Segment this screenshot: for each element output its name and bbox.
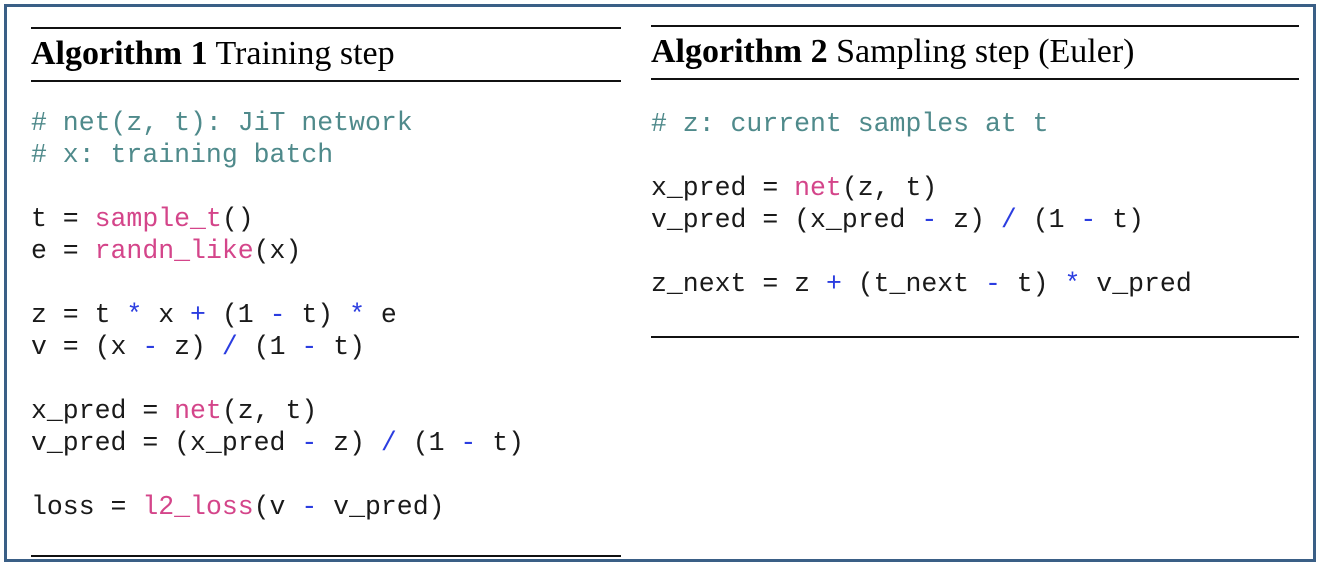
code-text: v_pred = (x_pred — [651, 205, 922, 235]
code-text: () — [221, 204, 254, 234]
code-text: v = (x — [31, 332, 143, 362]
code-text: (1 — [237, 332, 302, 362]
algorithm-1-title: Algorithm 1 Training step — [31, 37, 395, 71]
code-comment: # x: training batch — [31, 140, 334, 170]
algorithm-2-title-rule — [651, 78, 1299, 80]
code-line: v = (x - z) / (1 - t) — [31, 331, 524, 363]
code-operator: - — [301, 332, 318, 362]
code-operator: - — [1080, 205, 1097, 235]
code-text: (t_next — [841, 269, 985, 299]
code-text: t) — [476, 428, 525, 458]
code-text: x_pred = — [651, 173, 795, 203]
code-operator: - — [142, 332, 159, 362]
code-text: (x) — [253, 236, 302, 266]
code-text: z) — [317, 428, 381, 458]
code-text: (1 — [1016, 205, 1081, 235]
algorithm-1-title-rule — [31, 80, 621, 82]
code-line: loss = l2_loss(v - v_pred) — [31, 491, 524, 523]
code-blank-line — [31, 459, 524, 491]
algorithm-2-name: Sampling step (Euler) — [836, 33, 1135, 70]
code-text: t = — [31, 204, 95, 234]
code-operator: - — [921, 205, 938, 235]
code-text: t) — [1000, 269, 1065, 299]
code-comment: # z: current samples at t — [651, 109, 1049, 139]
code-line: t = sample_t() — [31, 203, 524, 235]
code-text: z_next = z — [651, 269, 826, 299]
code-text: v_pred — [1080, 269, 1192, 299]
code-operator: - — [984, 269, 1001, 299]
code-operator: / — [221, 332, 238, 362]
code-line: v_pred = (x_pred - z) / (1 - t) — [651, 204, 1192, 236]
code-operator: - — [269, 300, 286, 330]
code-function: l2_loss — [142, 492, 254, 522]
code-operator: + — [825, 269, 842, 299]
code-blank-line — [31, 267, 524, 299]
code-text: v_pred) — [317, 492, 445, 522]
code-text: t) — [285, 300, 350, 330]
code-text: (1 — [205, 300, 270, 330]
code-line: v_pred = (x_pred - z) / (1 - t) — [31, 427, 524, 459]
algorithm-2-title: Algorithm 2 Sampling step (Euler) — [651, 35, 1134, 69]
code-text: (v — [253, 492, 302, 522]
algorithm-1-label: Algorithm 1 — [31, 35, 208, 72]
code-line: x_pred = net(z, t) — [651, 172, 1192, 204]
algorithm-2-code: # z: current samples at t x_pred = net(z,… — [651, 108, 1192, 300]
code-operator: / — [380, 428, 397, 458]
code-line: # x: training batch — [31, 139, 524, 171]
code-text: v_pred = (x_pred — [31, 428, 302, 458]
code-text: t) — [317, 332, 366, 362]
code-line: # z: current samples at t — [651, 108, 1192, 140]
code-line: z = t * x + (1 - t) * e — [31, 299, 524, 331]
code-operator: / — [1000, 205, 1017, 235]
code-function: net — [174, 396, 222, 426]
code-blank-line — [651, 236, 1192, 268]
code-line: e = randn_like(x) — [31, 235, 524, 267]
algorithm-2-bottom-rule — [651, 336, 1299, 338]
code-blank-line — [31, 171, 524, 203]
code-text: t) — [1096, 205, 1145, 235]
code-text: loss = — [31, 492, 143, 522]
code-text: z = t — [31, 300, 127, 330]
algorithm-2-top-rule — [651, 25, 1299, 27]
algorithm-2-label: Algorithm 2 — [651, 33, 828, 70]
code-operator: - — [301, 492, 318, 522]
code-text: e = — [31, 236, 95, 266]
code-blank-line — [31, 363, 524, 395]
code-text: z) — [937, 205, 1001, 235]
code-operator: * — [349, 300, 366, 330]
figure-frame: Algorithm 1 Training step # net(z, t): J… — [4, 4, 1316, 562]
code-text: x — [142, 300, 191, 330]
code-function: net — [794, 173, 842, 203]
code-operator: * — [126, 300, 143, 330]
code-text: e — [365, 300, 397, 330]
code-comment: # net(z, t): JiT network — [31, 108, 413, 138]
algorithm-1-name: Training step — [215, 35, 395, 72]
code-line: z_next = z + (t_next - t) * v_pred — [651, 268, 1192, 300]
code-operator: * — [1064, 269, 1081, 299]
code-text: (z, t) — [221, 396, 318, 426]
code-line: x_pred = net(z, t) — [31, 395, 524, 427]
code-text: z) — [158, 332, 222, 362]
code-function: sample_t — [94, 204, 222, 234]
code-text: (1 — [396, 428, 461, 458]
code-blank-line — [651, 140, 1192, 172]
code-operator: - — [301, 428, 318, 458]
algorithm-1-top-rule — [31, 27, 621, 29]
algorithm-1-bottom-rule — [31, 555, 621, 557]
code-operator: - — [460, 428, 477, 458]
code-line: # net(z, t): JiT network — [31, 107, 524, 139]
code-text: (z, t) — [841, 173, 938, 203]
code-function: randn_like — [94, 236, 254, 266]
algorithm-1-code: # net(z, t): JiT network# x: training ba… — [31, 107, 524, 523]
code-operator: + — [190, 300, 206, 330]
code-text: x_pred = — [31, 396, 175, 426]
